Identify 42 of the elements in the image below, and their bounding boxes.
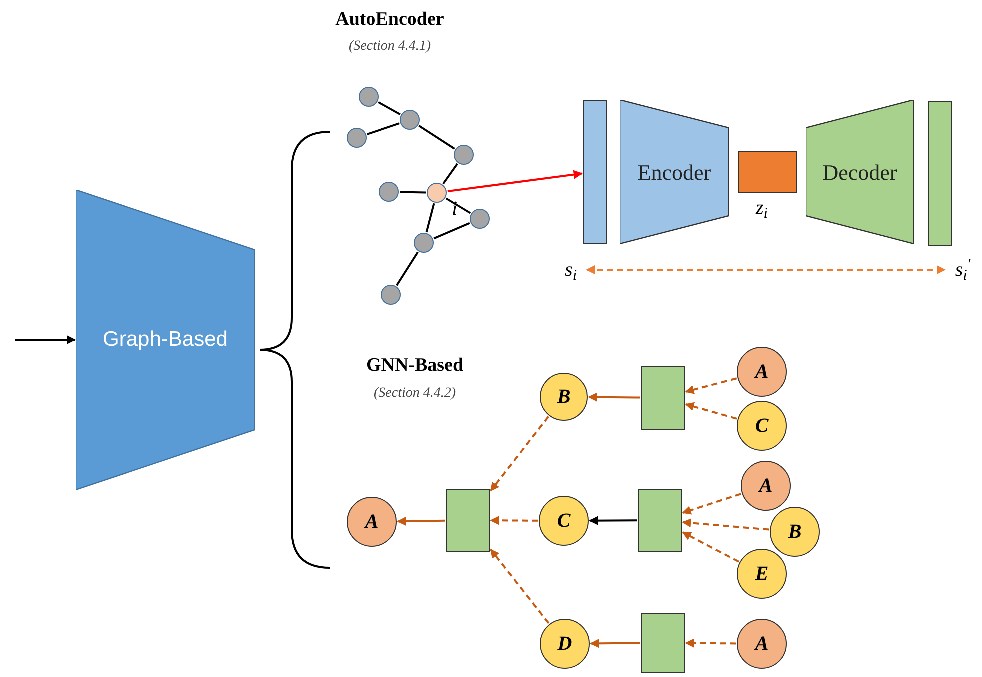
aggregation-box (641, 613, 685, 673)
math-symbol: s$_{i}$ (556, 255, 586, 285)
section-title: AutoEncoder (334, 8, 446, 32)
arrow (682, 493, 742, 515)
graph-based-trapezoid: Graph-Based (76, 190, 255, 490)
arrow (586, 266, 946, 274)
connector-line (446, 198, 472, 214)
connector-line (418, 125, 456, 150)
math-symbol: i (452, 199, 458, 219)
connector-line (378, 102, 401, 116)
arrow (682, 532, 740, 563)
input-vector-bar (583, 100, 607, 244)
aggregation-box (638, 489, 682, 552)
arrow (682, 518, 770, 531)
aggregation-box (446, 489, 490, 552)
arrow (685, 402, 738, 420)
connector-line (426, 203, 436, 233)
arrow (397, 516, 446, 526)
latent-code-box (738, 151, 797, 193)
section-reference: (Section 4.4.2) (372, 385, 458, 403)
output-vector-bar (928, 101, 952, 246)
arrow (15, 336, 76, 344)
connector-line (400, 191, 426, 194)
arrow (589, 516, 637, 526)
arrow (490, 549, 550, 624)
arrow (490, 516, 538, 526)
encoder-trapezoid: Encoder (620, 100, 729, 244)
decoder-trapezoid: Decoder (806, 100, 914, 244)
aggregation-box (641, 366, 685, 430)
arrow (588, 392, 640, 402)
section-reference: (Section 4.4.1) (348, 38, 432, 56)
arrow (448, 170, 583, 193)
connector-line (396, 252, 419, 286)
connector-line (367, 122, 400, 136)
math-symbol: z$_{i}$ (756, 198, 768, 218)
arrow (590, 639, 640, 648)
arrow (685, 378, 738, 394)
arrow (490, 416, 550, 492)
section-title: GNN-Based (365, 354, 465, 378)
arrow (685, 638, 736, 648)
connector-line (434, 222, 470, 240)
connector-line (442, 163, 458, 185)
